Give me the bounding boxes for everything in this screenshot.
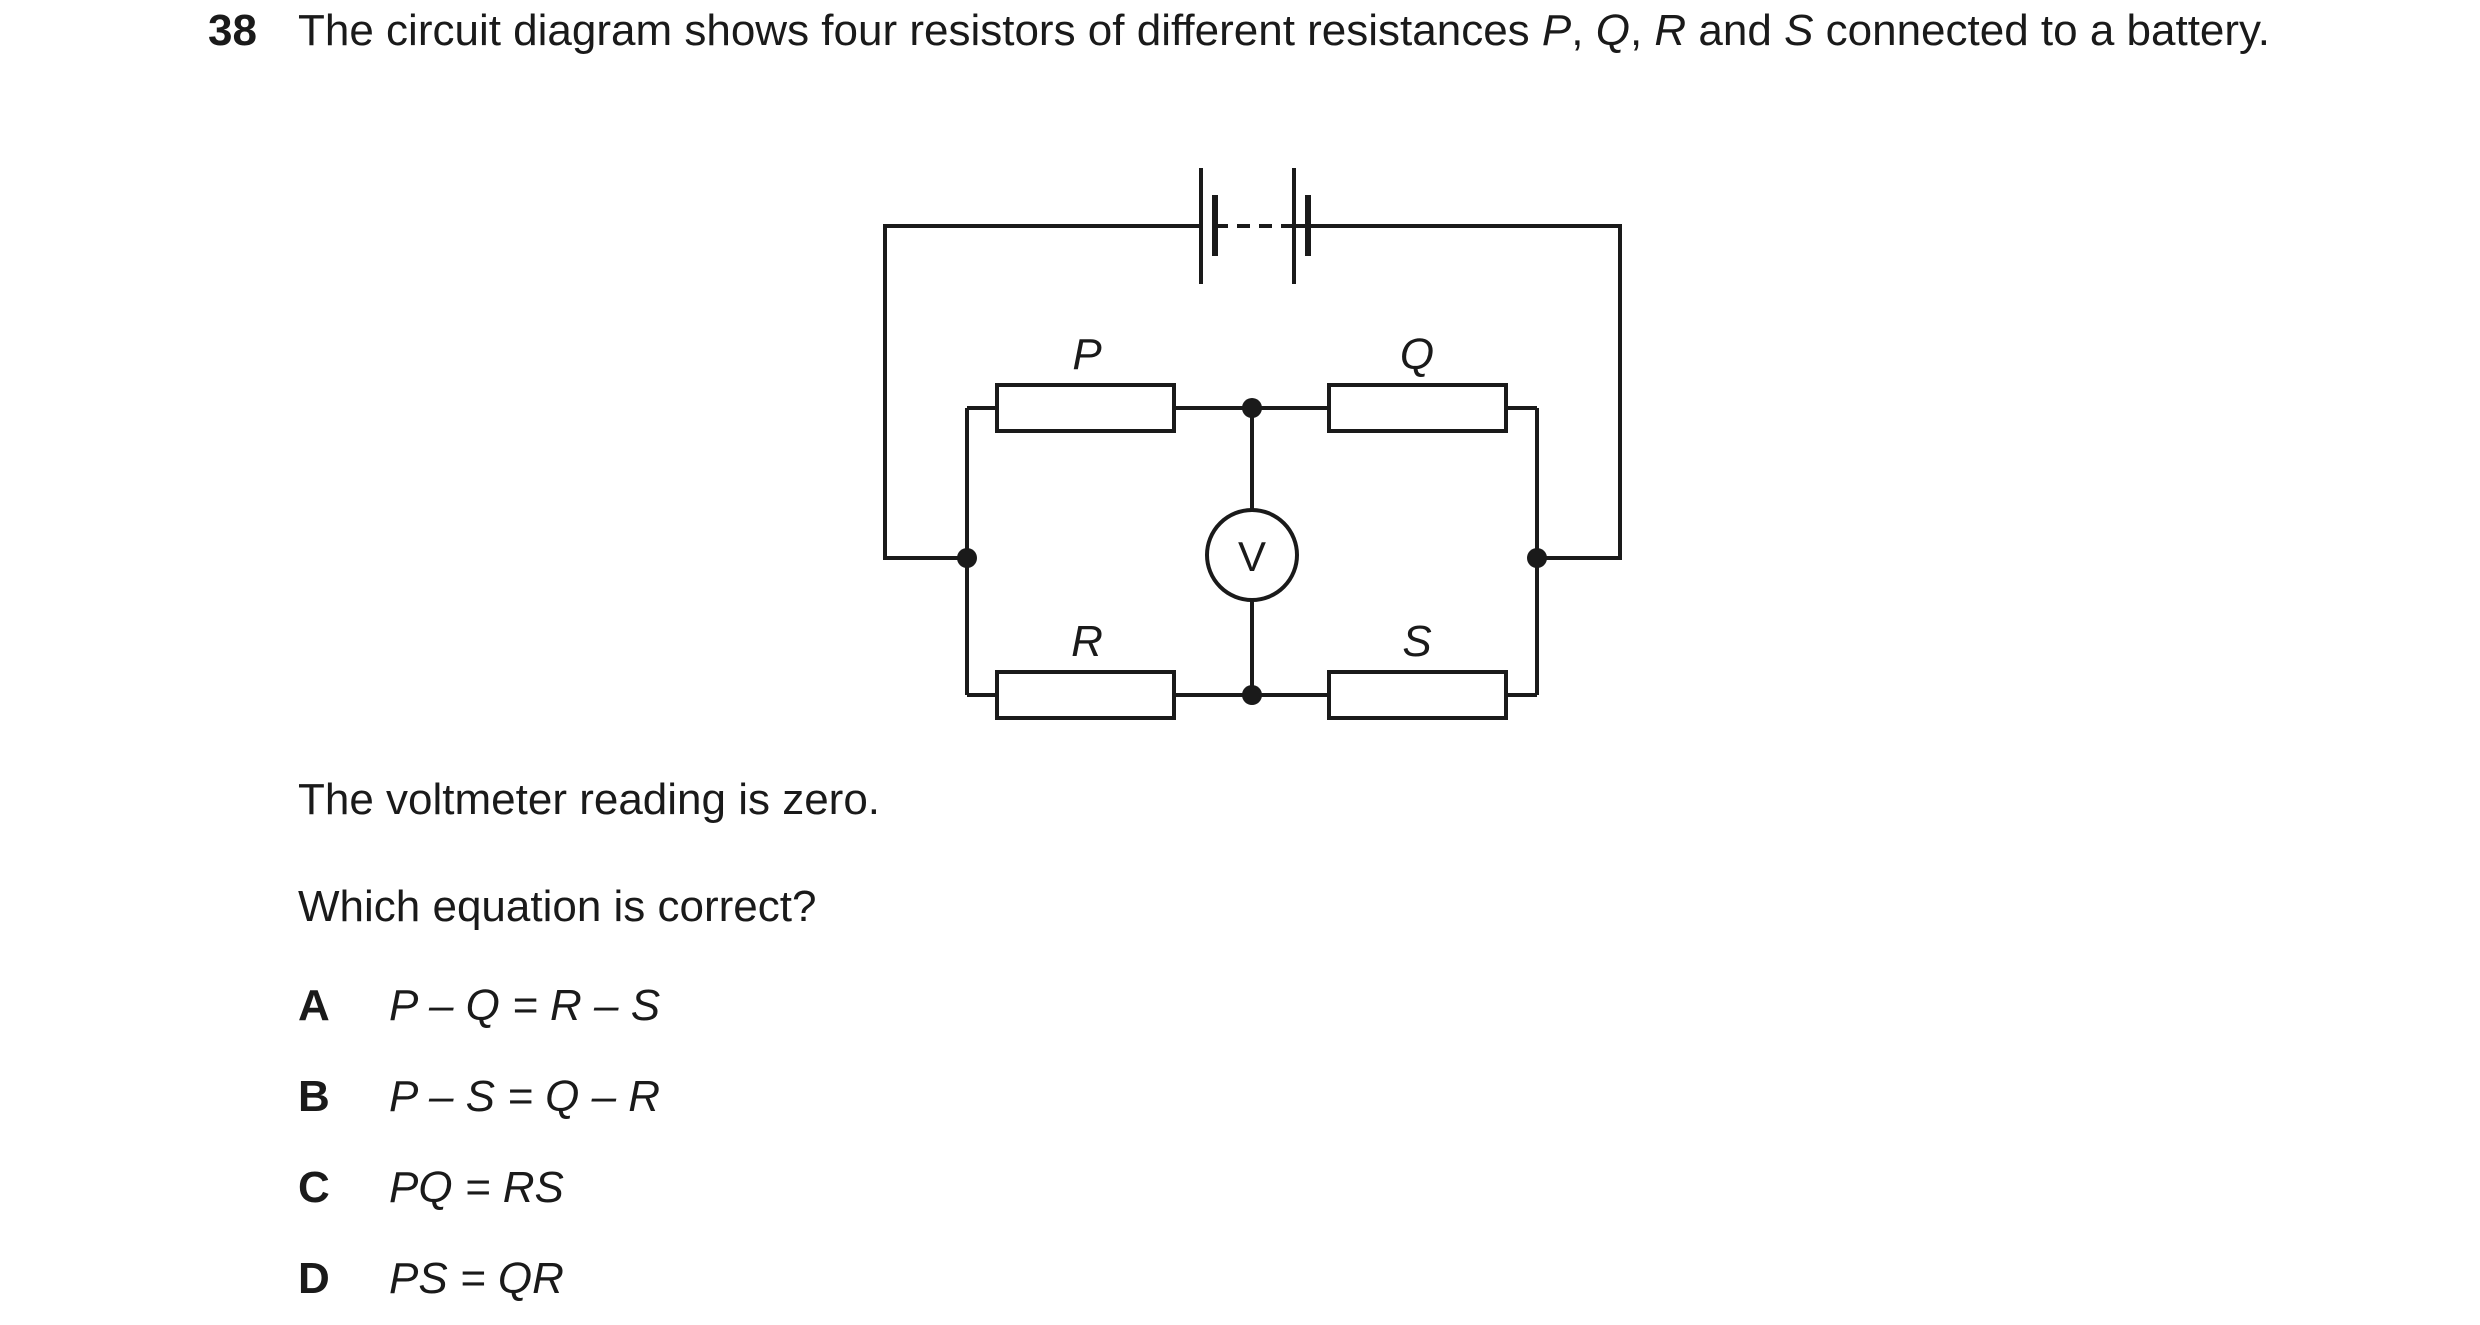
option-c-letter[interactable]: C <box>298 1163 330 1212</box>
resistor-Q <box>1327 383 1508 433</box>
stem-text: , <box>1571 6 1596 55</box>
label-P: P <box>1072 330 1102 379</box>
label-R: R <box>1071 617 1103 666</box>
stem-text: The circuit diagram shows four resistors… <box>298 6 1542 55</box>
label-S: S <box>1402 617 1431 666</box>
voltmeter <box>1205 508 1299 602</box>
resistor-P <box>995 383 1176 433</box>
stem-variable: Q <box>1595 6 1630 55</box>
stem-text: and <box>1686 6 1785 55</box>
option-d-letter[interactable]: D <box>298 1254 330 1303</box>
wire-outer-left <box>883 224 1201 560</box>
junction-right <box>1527 548 1547 568</box>
question-stem: The circuit diagram shows four resistors… <box>298 4 2298 58</box>
option-c-text[interactable]: PQ = RS <box>389 1163 564 1212</box>
junction-bottom-middle <box>1242 685 1262 705</box>
voltmeter-label: V <box>1238 533 1266 580</box>
prompt-text: Which equation is correct? <box>298 882 817 931</box>
option-d-text[interactable]: PS = QR <box>389 1254 564 1303</box>
resistor-R <box>995 670 1176 720</box>
stem-text: , <box>1629 6 1655 55</box>
info-text: The voltmeter reading is zero. <box>298 775 881 824</box>
option-a-text[interactable]: P – Q = R – S <box>389 981 661 1030</box>
junction-top-middle <box>1242 398 1262 418</box>
option-a-letter[interactable]: A <box>298 981 330 1030</box>
stem-variable: P <box>1541 6 1572 55</box>
option-b-text[interactable]: P – S = Q – R <box>389 1072 661 1121</box>
question-number: 38 <box>208 6 257 55</box>
option-b-letter[interactable]: B <box>298 1072 330 1121</box>
wire-outer-right <box>1294 224 1622 560</box>
label-Q: Q <box>1400 330 1434 379</box>
junction-left <box>957 548 977 568</box>
resistor-S <box>1327 670 1508 720</box>
stem-variable: R <box>1654 6 1687 55</box>
stem-text: connected to a battery. <box>1813 6 2271 55</box>
stem-variable: S <box>1784 6 1814 55</box>
